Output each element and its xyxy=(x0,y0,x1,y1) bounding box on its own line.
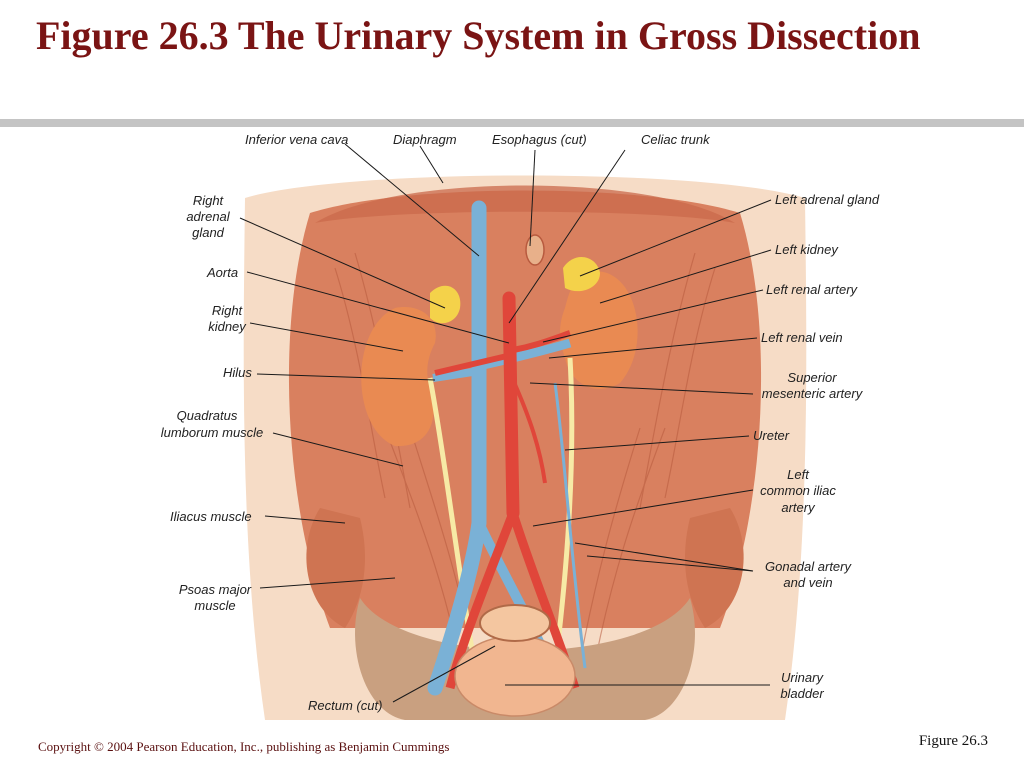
label-hilus: Hilus xyxy=(223,365,252,380)
right-renal-artery-shape xyxy=(434,353,508,376)
label-iliacus-muscle: Iliacus muscle xyxy=(170,509,252,524)
label-left-adrenal-gland: Left adrenal gland xyxy=(775,192,880,207)
urinary-system-illustration: Inferior vena cava Diaphragm Esophagus (… xyxy=(145,128,905,720)
rectum-shape xyxy=(479,604,551,642)
gonadal-vessels xyxy=(553,382,587,669)
aorta-shape xyxy=(502,291,520,520)
label-diaphragm: Diaphragm xyxy=(393,132,457,147)
label-esophagus: Esophagus (cut) xyxy=(492,132,587,147)
left-renal-artery-shape xyxy=(512,330,571,353)
label-left-common-iliac-line3: artery xyxy=(781,500,816,515)
label-quadratus-line2: lumborum muscle xyxy=(161,425,264,440)
label-right-kidney-line2: kidney xyxy=(208,319,247,334)
left-kidney-shape xyxy=(560,271,638,389)
right-iliacus-muscle xyxy=(306,508,365,628)
label-right-adrenal-gland-line1: Right xyxy=(193,193,225,208)
label-psoas-line2: muscle xyxy=(194,598,235,613)
label-gonadal-line1: Gonadal artery xyxy=(765,559,852,574)
label-urinary-bladder-line2: bladder xyxy=(780,686,824,701)
label-rectum: Rectum (cut) xyxy=(308,698,382,713)
label-quadratus-line1: Quadratus xyxy=(177,408,238,423)
label-superior-mesenteric-line2: mesenteric artery xyxy=(762,386,864,401)
label-celiac-trunk: Celiac trunk xyxy=(641,132,711,147)
esophagus-shape xyxy=(525,234,545,266)
label-gonadal-line2: and vein xyxy=(783,575,832,590)
label-ureter: Ureter xyxy=(753,428,790,443)
diagram-labels: Inferior vena cava Diaphragm Esophagus (… xyxy=(161,132,880,713)
label-urinary-bladder-line1: Urinary xyxy=(781,670,824,685)
urinary-bladder-shape xyxy=(454,635,576,717)
right-renal-vein-shape xyxy=(432,367,480,382)
label-superior-mesenteric-line1: Superior xyxy=(787,370,837,385)
label-left-common-iliac-line2: common iliac xyxy=(760,483,836,498)
label-inferior-vena-cava: Inferior vena cava xyxy=(245,132,348,147)
superior-mesenteric-artery-shape xyxy=(511,379,547,484)
right-kidney-shape xyxy=(361,307,436,447)
label-left-common-iliac-line1: Left xyxy=(787,467,810,482)
label-left-kidney: Left kidney xyxy=(775,242,839,257)
slide-title: Figure 26.3 The Urinary System in Gross … xyxy=(36,13,921,58)
copyright-notice: Copyright © 2004 Pearson Education, Inc.… xyxy=(38,739,450,754)
label-right-adrenal-gland-line3: gland xyxy=(192,225,225,240)
left-renal-vein-shape xyxy=(477,338,572,371)
left-adrenal-gland-shape xyxy=(563,257,600,292)
figure-reference: Figure 26.3 xyxy=(918,733,988,749)
label-psoas-line1: Psoas major xyxy=(179,582,252,597)
anatomy-drawing xyxy=(243,175,807,720)
label-right-adrenal-gland-line2: adrenal xyxy=(186,209,230,224)
left-ureter xyxy=(552,357,575,669)
title-divider xyxy=(0,119,1024,127)
right-adrenal-gland-shape xyxy=(430,285,461,324)
diaphragm xyxy=(315,185,735,223)
label-right-kidney-line1: Right xyxy=(212,303,244,318)
label-aorta: Aorta xyxy=(206,265,238,280)
label-left-renal-vein: Left renal vein xyxy=(761,330,843,345)
leader-lines xyxy=(239,143,772,703)
label-left-renal-artery: Left renal artery xyxy=(766,282,859,297)
